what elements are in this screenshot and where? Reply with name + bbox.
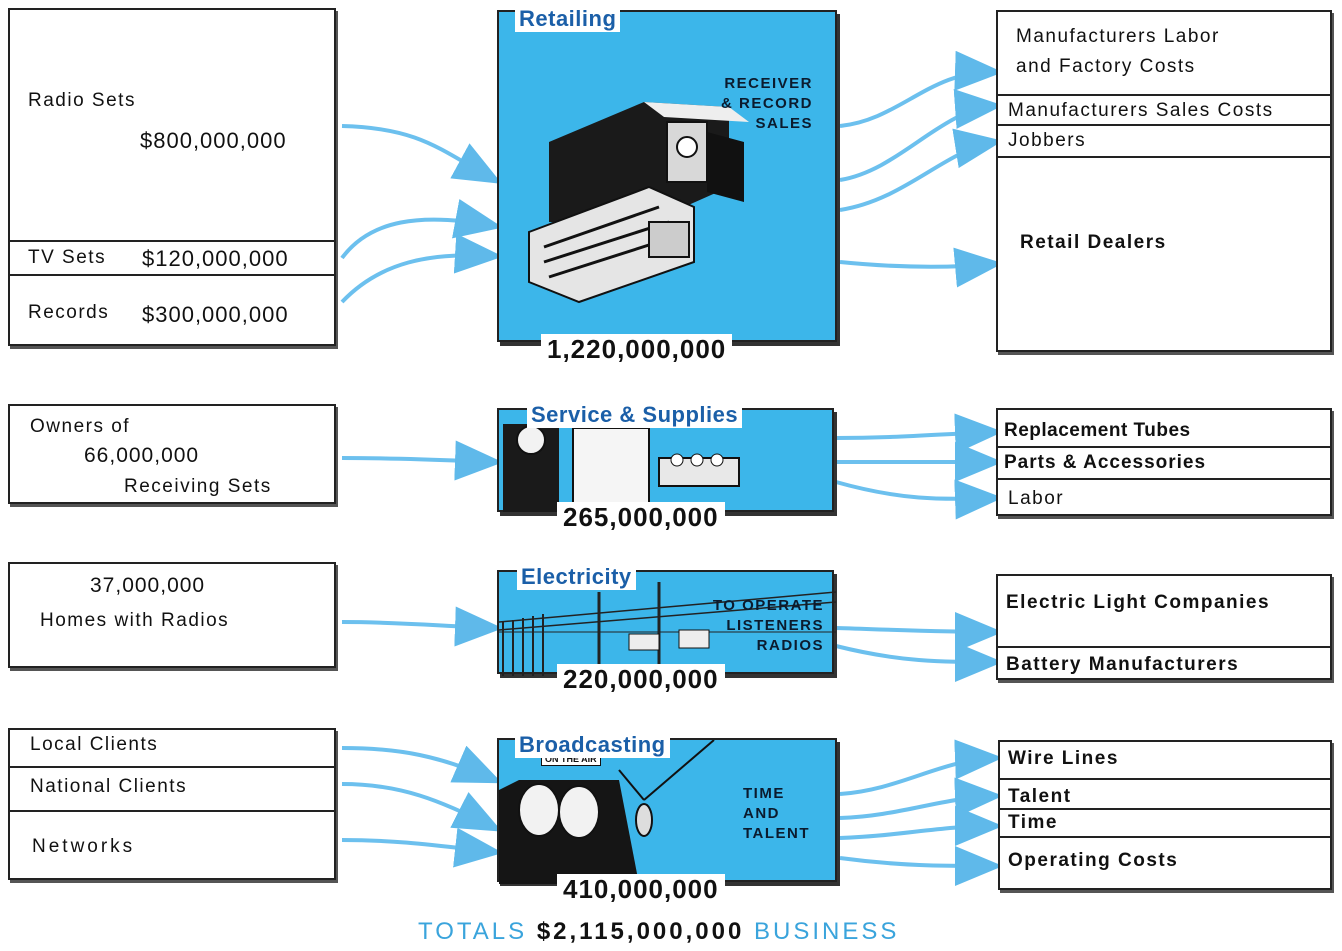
arrow-national-to-broadcasting: [341, 782, 503, 832]
homes-box: 37,000,000 Homes with Radios: [8, 562, 336, 668]
homes-line1: 37,000,000: [90, 574, 206, 597]
dest-retail-dealers: Retail Dealers: [1020, 232, 1167, 253]
tv-sets-label: TV Sets: [28, 247, 107, 268]
dest-operating-row: Operating Costs: [1000, 836, 1330, 888]
owners-line2: 66,000,000: [84, 444, 200, 467]
dest-jobbers-row: Jobbers: [998, 124, 1330, 156]
power-lines-illustration: [499, 582, 836, 676]
arrow-to-electric-light: [835, 611, 1003, 652]
records-label: Records: [28, 302, 110, 323]
dest-labor-row: Labor: [998, 478, 1330, 516]
totals-line: TOTALS $2,115,000,000 BUSINESS: [418, 918, 899, 946]
receiver-sources-box: Radio Sets $800,000,000 TV Sets $120,000…: [8, 8, 336, 346]
arrow-to-retail-dealers: [839, 247, 1003, 288]
electricity-panel: Electricity TO OPERATE LISTENERS RADIOS …: [497, 564, 836, 695]
dest-labor: Labor: [1008, 488, 1065, 509]
arrow-to-tubes: [835, 413, 1003, 454]
networks-label: Networks: [32, 836, 136, 857]
arrow-to-wire-lines: [839, 739, 1003, 796]
service-technician-illustration: [503, 424, 740, 512]
dest-parts-accessories: Parts & Accessories: [1004, 452, 1207, 473]
radio-sets-label: Radio Sets: [28, 90, 136, 111]
arrow-to-jobbers: [839, 128, 1003, 212]
owners-line3: Receiving Sets: [124, 476, 272, 497]
broadcasters-illustration: [499, 740, 715, 884]
electricity-destinations-box: Electric Light Companies Battery Manufac…: [996, 574, 1332, 680]
dest-jobbers: Jobbers: [1008, 130, 1087, 151]
broadcasting-amount: 410,000,000: [557, 874, 725, 905]
retailing-amount: 1,220,000,000: [541, 334, 733, 365]
dest-mfr-sales: Manufacturers Sales Costs: [1008, 100, 1274, 121]
owners-line1: Owners of: [30, 416, 131, 437]
retailing-panel: Retailing RECEIVER & RECORD SALES 1,220,…: [497, 6, 837, 365]
dest-mfr-sales-row: Manufacturers Sales Costs: [998, 94, 1330, 124]
broadcasting-destinations-box: Wire Lines Talent Time Operating Costs: [998, 740, 1332, 890]
arrow-to-time: [839, 806, 1003, 847]
homes-line2: Homes with Radios: [40, 610, 230, 631]
service-destinations-box: Replacement Tubes Parts & Accessories La…: [996, 408, 1332, 516]
retailing-title: Retailing: [515, 6, 621, 32]
arrow-radio-to-retailing: [341, 124, 503, 184]
radio-sets-amount: $800,000,000: [140, 128, 287, 153]
dest-operating-costs: Operating Costs: [1008, 850, 1179, 871]
dest-battery-row: Battery Manufacturers: [998, 646, 1330, 680]
arrow-to-operating-costs: [839, 845, 1003, 886]
dest-wire-lines: Wire Lines: [1008, 748, 1119, 769]
arrow-homes-to-electricity: [341, 606, 503, 647]
national-clients-label: National Clients: [30, 776, 188, 797]
owners-box: Owners of 66,000,000 Receiving Sets: [8, 404, 336, 504]
electricity-caption: TO OPERATE LISTENERS RADIOS: [712, 597, 824, 654]
arrow-to-talent: [839, 777, 1003, 820]
totals-suffix: BUSINESS: [754, 918, 900, 945]
tv-sets-amount: $120,000,000: [142, 246, 289, 271]
arrow-to-mfr-sales: [839, 88, 1003, 182]
dest-talent-row: Talent: [1000, 778, 1330, 808]
clients-box: Local Clients National Clients Networks: [8, 728, 336, 880]
arrow-to-battery: [835, 641, 1003, 682]
arrow-records-to-retailing: [340, 233, 503, 304]
local-clients-label: Local Clients: [30, 734, 159, 755]
service-amount: 265,000,000: [557, 502, 725, 533]
retailing-caption: RECEIVER & RECORD SALES: [720, 75, 813, 132]
dest-mfr-labor: Manufacturers Labor and Factory Costs: [1016, 26, 1220, 77]
broadcasting-panel: ON THE AIR Broadcasting TIME AND TALENT …: [497, 732, 837, 905]
service-title: Service & Supplies: [527, 402, 743, 428]
arrow-local-to-broadcasting: [341, 745, 503, 784]
radio-cabinet-illustration: [528, 102, 749, 304]
broadcasting-title: Broadcasting: [515, 732, 670, 758]
national-clients-row: National Clients: [10, 766, 334, 810]
records-row: Records $300,000,000: [10, 274, 334, 344]
dest-talent: Talent: [1008, 786, 1072, 807]
broadcasting-caption: TIME AND TALENT: [743, 785, 811, 842]
arrow-networks-to-broadcasting: [341, 827, 503, 868]
arrow-owners-to-service: [341, 440, 503, 481]
retail-destinations-box: Manufacturers Labor and Factory Costs Ma…: [996, 10, 1332, 352]
dest-battery: Battery Manufacturers: [1006, 654, 1240, 675]
records-amount: $300,000,000: [142, 302, 289, 327]
service-panel: Service & Supplies 265,000,000: [497, 402, 834, 533]
electricity-amount: 220,000,000: [557, 664, 725, 695]
arrow-to-labor: [835, 479, 1003, 520]
electricity-title: Electricity: [517, 564, 636, 590]
dest-retail-dealers-row: Retail Dealers: [998, 156, 1330, 350]
dest-replacement-tubes: Replacement Tubes: [1004, 420, 1191, 441]
dest-time-row: Time: [1000, 808, 1330, 836]
arrow-tv-to-retailing: [340, 199, 503, 260]
dest-electric-light: Electric Light Companies: [1006, 592, 1271, 613]
dest-time: Time: [1008, 812, 1059, 833]
totals-label: TOTALS: [418, 918, 528, 945]
arrow-to-mfr-labor: [839, 50, 1003, 128]
dest-parts-row: Parts & Accessories: [998, 446, 1330, 478]
networks-row: Networks: [10, 810, 334, 878]
tv-sets-row: TV Sets $120,000,000: [10, 240, 334, 274]
totals-amount: $2,115,000,000: [536, 918, 745, 945]
